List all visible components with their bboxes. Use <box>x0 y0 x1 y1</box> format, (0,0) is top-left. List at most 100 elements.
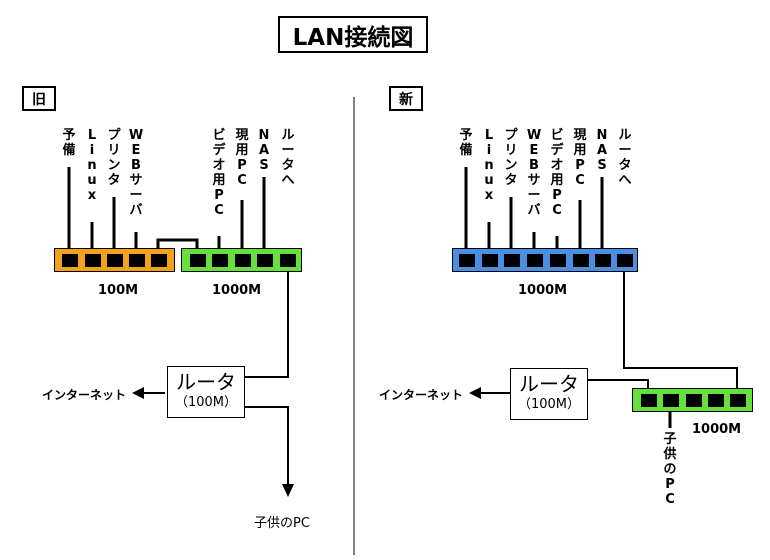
vertical-label-char: 備 <box>62 143 76 158</box>
vertical-label-char: 供 <box>663 447 677 462</box>
vertical-label-char: リ <box>504 143 518 158</box>
vertical-label-char: デ <box>550 143 564 158</box>
vertical-label-char: B <box>529 158 539 173</box>
left-cascade-link <box>156 238 199 252</box>
vertical-label-char: の <box>663 462 677 477</box>
switch-port <box>190 254 206 267</box>
vertical-label-char: P <box>665 477 675 492</box>
vertical-label-char: B <box>131 158 141 173</box>
vertical-label-char: u <box>87 173 97 188</box>
vertical-label-char: 用 <box>550 173 564 188</box>
vertical-label-char: i <box>486 143 492 158</box>
vertical-label-char: C <box>575 173 585 188</box>
vertical-label-char: W <box>128 128 144 143</box>
vertical-label-char: 現 <box>573 128 587 143</box>
switch-port <box>62 254 78 267</box>
vertical-label-char: L <box>484 128 494 143</box>
vertical-label-char: タ <box>107 173 121 188</box>
vertical-label-char: ン <box>107 158 121 173</box>
old-tag: 旧 <box>22 86 56 111</box>
switch-port <box>235 254 251 267</box>
old-internet-label: インターネット <box>42 388 127 402</box>
left-label-spare: 予備 <box>60 128 78 158</box>
old-router-speed: （100M） <box>174 395 238 410</box>
left-label-to-router: ルータへ <box>279 128 297 188</box>
vertical-label-char: C <box>552 203 562 218</box>
vertical-label-char: A <box>258 143 270 158</box>
vertical-label-char: ビ <box>550 128 564 143</box>
vertical-label-char: ー <box>129 188 143 203</box>
new-tag: 新 <box>389 86 423 111</box>
switch-port <box>85 254 101 267</box>
vertical-label-char: A <box>596 143 608 158</box>
vertical-label-char: ビ <box>212 128 226 143</box>
switch-port <box>686 394 702 407</box>
new-switch-main-1000m <box>452 248 638 272</box>
vertical-label-char: x <box>484 188 494 203</box>
left-label-printer: プリンタ <box>105 128 123 188</box>
vertical-label-char: プ <box>107 128 121 143</box>
left-child-line <box>245 406 289 484</box>
vertical-label-char: ル <box>618 128 632 143</box>
vertical-label-char: ー <box>281 143 295 158</box>
switch-port <box>107 254 123 267</box>
new-router: ルータ （100M） <box>510 368 588 420</box>
vertical-label-char: i <box>89 143 95 158</box>
vertical-label-char: 予 <box>62 128 76 143</box>
vertical-label-char: へ <box>618 173 632 188</box>
vertical-label-char: バ <box>527 203 541 218</box>
switch-port <box>459 254 475 267</box>
switch-port <box>504 254 520 267</box>
vertical-label-char: ル <box>281 128 295 143</box>
vertical-label-char: 用 <box>235 143 249 158</box>
old-child-pc-label: 子供のPC <box>254 516 310 531</box>
vertical-label-char: 用 <box>212 173 226 188</box>
switch-port <box>550 254 566 267</box>
switch-port <box>151 254 167 267</box>
vertical-label-char: n <box>484 158 494 173</box>
right-label-to-router: ルータへ <box>616 128 634 188</box>
switch-port <box>595 254 611 267</box>
switch-port <box>280 254 296 267</box>
vertical-label-char: ー <box>527 188 541 203</box>
vertical-label-char: E <box>131 143 141 158</box>
new-switch-sub-label: 1000M <box>692 422 742 437</box>
vertical-label-char: N <box>258 128 270 143</box>
switch-port <box>573 254 589 267</box>
vertical-label-char: タ <box>281 158 295 173</box>
vertical-label-char: 用 <box>573 143 587 158</box>
vertical-label-char: タ <box>618 158 632 173</box>
vertical-label-char: バ <box>129 203 143 218</box>
diagram-title: LAN接続図 <box>278 16 428 53</box>
switch-port <box>663 394 679 407</box>
switch-port <box>730 394 746 407</box>
vertical-label-char: P <box>552 188 562 203</box>
new-switch-sub-1000m <box>632 388 753 412</box>
vertical-label-char: デ <box>212 143 226 158</box>
new-internet-label: インターネット <box>379 388 464 402</box>
vertical-label-char: S <box>259 158 269 173</box>
vertical-label-char: サ <box>129 173 143 188</box>
left-child-arrow <box>282 484 294 497</box>
vertical-label-char: 現 <box>235 128 249 143</box>
switch-port <box>708 394 724 407</box>
old-router: ルータ （100M） <box>167 366 245 418</box>
vertical-label-char: C <box>665 492 675 507</box>
vertical-label-char: E <box>529 143 539 158</box>
vertical-label-char: へ <box>281 173 295 188</box>
vertical-label-char: N <box>596 128 608 143</box>
right-internet-arrow <box>469 387 481 399</box>
vertical-label-char: リ <box>107 143 121 158</box>
